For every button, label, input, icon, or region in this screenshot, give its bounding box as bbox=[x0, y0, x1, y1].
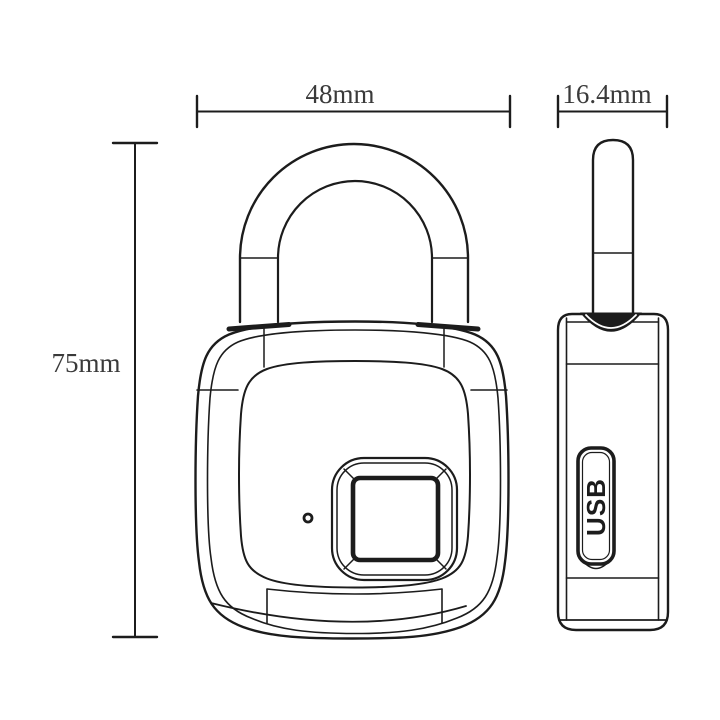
dimension-total-height bbox=[111, 141, 159, 639]
dimension-front-width bbox=[195, 94, 512, 129]
bottom-band bbox=[210, 588, 467, 624]
collar-highlight bbox=[585, 314, 637, 329]
fingerprint-sensor[interactable] bbox=[330, 456, 459, 582]
bottom-band-line bbox=[210, 602, 467, 623]
usb-port-label: USB bbox=[581, 478, 611, 536]
total-height-label: 75mm bbox=[51, 348, 120, 378]
sensor-corner-miter bbox=[343, 468, 356, 481]
shackle-outer-outline bbox=[238, 142, 470, 324]
shackle-inner-outline bbox=[276, 179, 434, 324]
usb-port-cover[interactable] bbox=[576, 446, 616, 570]
usb-cover-inner-line bbox=[581, 451, 611, 561]
side-view bbox=[556, 138, 670, 632]
front-view bbox=[194, 142, 510, 640]
front-shackle bbox=[238, 142, 470, 324]
fingerprint-sensor-outer-bezel bbox=[330, 456, 459, 582]
collar-crescent bbox=[580, 312, 642, 332]
front-width-label: 48mm bbox=[305, 79, 374, 109]
side-shackle-leg bbox=[591, 138, 635, 323]
front-body-inner-outline bbox=[206, 329, 502, 635]
side-body-outline bbox=[556, 312, 670, 632]
drawing-root bbox=[111, 94, 670, 640]
sensor-corner-miter bbox=[434, 557, 447, 570]
fingerprint-sensor-window[interactable] bbox=[350, 475, 441, 563]
sensor-corner-miter bbox=[343, 557, 356, 570]
shackle-boss-left bbox=[226, 322, 292, 332]
shackle-collar bbox=[580, 312, 642, 332]
usb-cover-outline[interactable] bbox=[576, 446, 616, 566]
shackle-boss-right bbox=[415, 322, 481, 332]
front-face-panel bbox=[238, 360, 471, 589]
sensor-corner-miter bbox=[434, 468, 447, 481]
dimension-side-width bbox=[556, 94, 669, 129]
fingerprint-sensor-inner-bezel bbox=[336, 462, 453, 576]
led-indicator bbox=[302, 512, 314, 524]
dimension-labels: 48mm 16.4mm 75mm bbox=[51, 79, 651, 378]
side-width-label: 16.4mm bbox=[562, 79, 651, 109]
front-body-outer-outline bbox=[194, 320, 510, 640]
side-shackle-outline bbox=[591, 138, 635, 323]
usb-cover-lip bbox=[581, 559, 611, 570]
bottom-band-line bbox=[266, 588, 443, 595]
